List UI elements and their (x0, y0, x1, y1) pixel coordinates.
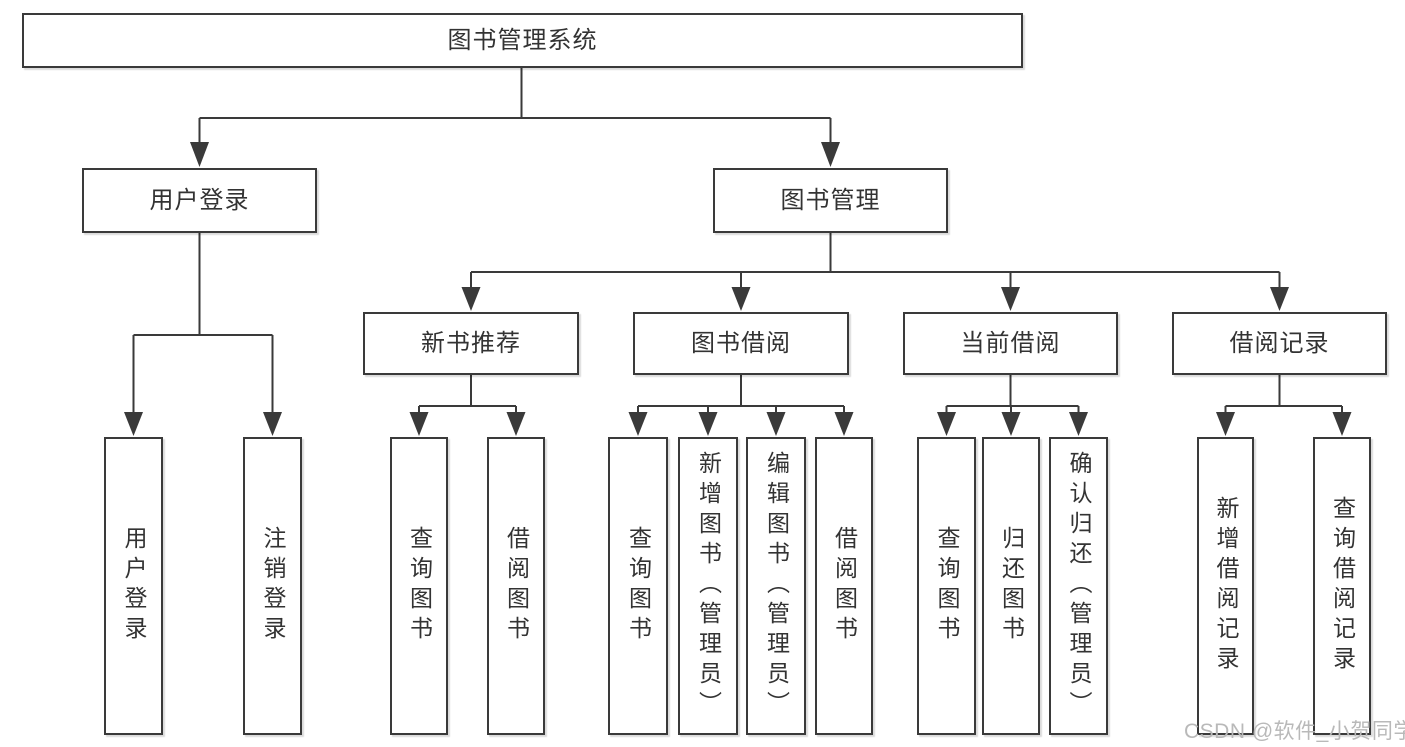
leaf-add-borrow-record: 新增借阅记录 (1197, 437, 1254, 735)
leaf-query-books-newbook: 查询图书 (390, 437, 448, 735)
node-user-login: 用户登录 (82, 168, 317, 233)
connector-book-borrowing-group (628, 375, 854, 436)
connector-new-book-group (409, 375, 526, 436)
csdn-watermark: CSDN @软件_小贺同学 (1184, 720, 1405, 743)
connector-root (190, 68, 840, 167)
leaf-query-borrow-record: 查询借阅记录 (1313, 437, 1371, 735)
node-book-borrowing: 图书借阅 (633, 312, 849, 375)
leaf-logout: 注销登录 (243, 437, 302, 735)
leaf-confirm-return-admin: 确认归还（管理员） (1049, 437, 1108, 735)
leaf-query-books-current: 查询图书 (917, 437, 976, 735)
leaf-borrow-books-newbook: 借阅图书 (487, 437, 545, 735)
connector-borrowing-records-group (1216, 375, 1352, 436)
connector-book-management-branch (461, 233, 1289, 311)
node-borrowing-records: 借阅记录 (1172, 312, 1387, 375)
connector-current-borrowing-group (937, 375, 1088, 436)
leaf-user-login: 用户登录 (104, 437, 163, 735)
leaf-add-book-admin: 新增图书（管理员） (678, 437, 738, 735)
leaf-borrow-books-borrowing: 借阅图书 (815, 437, 873, 735)
node-new-book-recommend: 新书推荐 (363, 312, 579, 375)
node-current-borrowing: 当前借阅 (903, 312, 1118, 375)
leaf-query-books-borrowing: 查询图书 (608, 437, 668, 735)
node-root: 图书管理系统 (22, 13, 1023, 68)
leaf-return-books: 归还图书 (982, 437, 1040, 735)
connector-user-login-branch (124, 233, 282, 436)
node-book-management: 图书管理 (713, 168, 948, 233)
leaf-edit-book-admin: 编辑图书（管理员） (746, 437, 806, 735)
